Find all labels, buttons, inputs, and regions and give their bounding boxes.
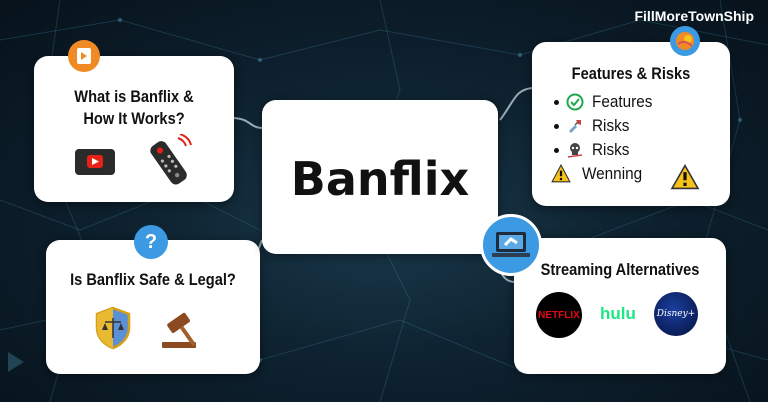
bullet-dot bbox=[554, 99, 559, 105]
card-what-is-banflix: What is Banflix & How It Works? bbox=[34, 56, 234, 202]
warning-icon bbox=[670, 164, 700, 190]
feature-item: Risks bbox=[554, 114, 659, 138]
feature-item-label: Wenning bbox=[582, 164, 643, 183]
card-center-banflix: Banflix bbox=[262, 100, 498, 254]
feature-item-label: Risks bbox=[592, 116, 630, 135]
feature-item-label: Risks bbox=[592, 140, 630, 159]
card-features-risks: Features & Risks Features Risks Risks We… bbox=[532, 42, 730, 206]
card-what-title-line2: How It Works? bbox=[83, 109, 185, 128]
features-list: Features Risks Risks Wenning bbox=[551, 90, 659, 186]
feature-item: Features bbox=[554, 90, 659, 114]
card-what-title-line1: What is Banflix & bbox=[74, 87, 194, 106]
feature-item: Wenning bbox=[551, 162, 659, 186]
card-features-title: Features & Risks bbox=[571, 64, 691, 83]
warning-icon bbox=[551, 164, 571, 183]
question-badge-icon: ? bbox=[134, 225, 168, 259]
card-streaming-alternatives: Streaming Alternatives NETFLIX hulu Disn… bbox=[514, 238, 726, 374]
feature-item: Risks bbox=[554, 138, 659, 162]
check-circle-icon bbox=[566, 93, 584, 111]
card-safe-legal: Is Banflix Safe & Legal? bbox=[46, 240, 260, 374]
video-badge-icon bbox=[68, 40, 100, 72]
broken-tool-icon bbox=[569, 120, 581, 133]
skull-icon bbox=[567, 143, 583, 158]
card-what-title: What is Banflix & How It Works? bbox=[48, 86, 220, 130]
bullet-dot bbox=[554, 123, 559, 129]
feature-item-label: Features bbox=[592, 92, 653, 111]
hulu-logo: hulu bbox=[600, 304, 636, 323]
shield-scales-icon bbox=[95, 306, 131, 350]
netflix-logo: NETFLIX bbox=[536, 292, 582, 338]
center-title: Banflix bbox=[290, 152, 470, 206]
brand-watermark: FillMoreTownShip bbox=[634, 8, 754, 24]
card-streaming-title: Streaming Alternatives bbox=[540, 260, 700, 279]
bullet-dot bbox=[554, 147, 559, 153]
globe-badge-icon bbox=[670, 26, 700, 56]
remote-control-icon bbox=[150, 134, 192, 185]
gavel-icon bbox=[162, 312, 197, 348]
card-safe-title: Is Banflix Safe & Legal? bbox=[70, 270, 236, 289]
tv-play-icon bbox=[75, 149, 115, 175]
laptop-badge-icon bbox=[480, 214, 542, 276]
disney-plus-logo: Disney+ bbox=[654, 292, 698, 336]
